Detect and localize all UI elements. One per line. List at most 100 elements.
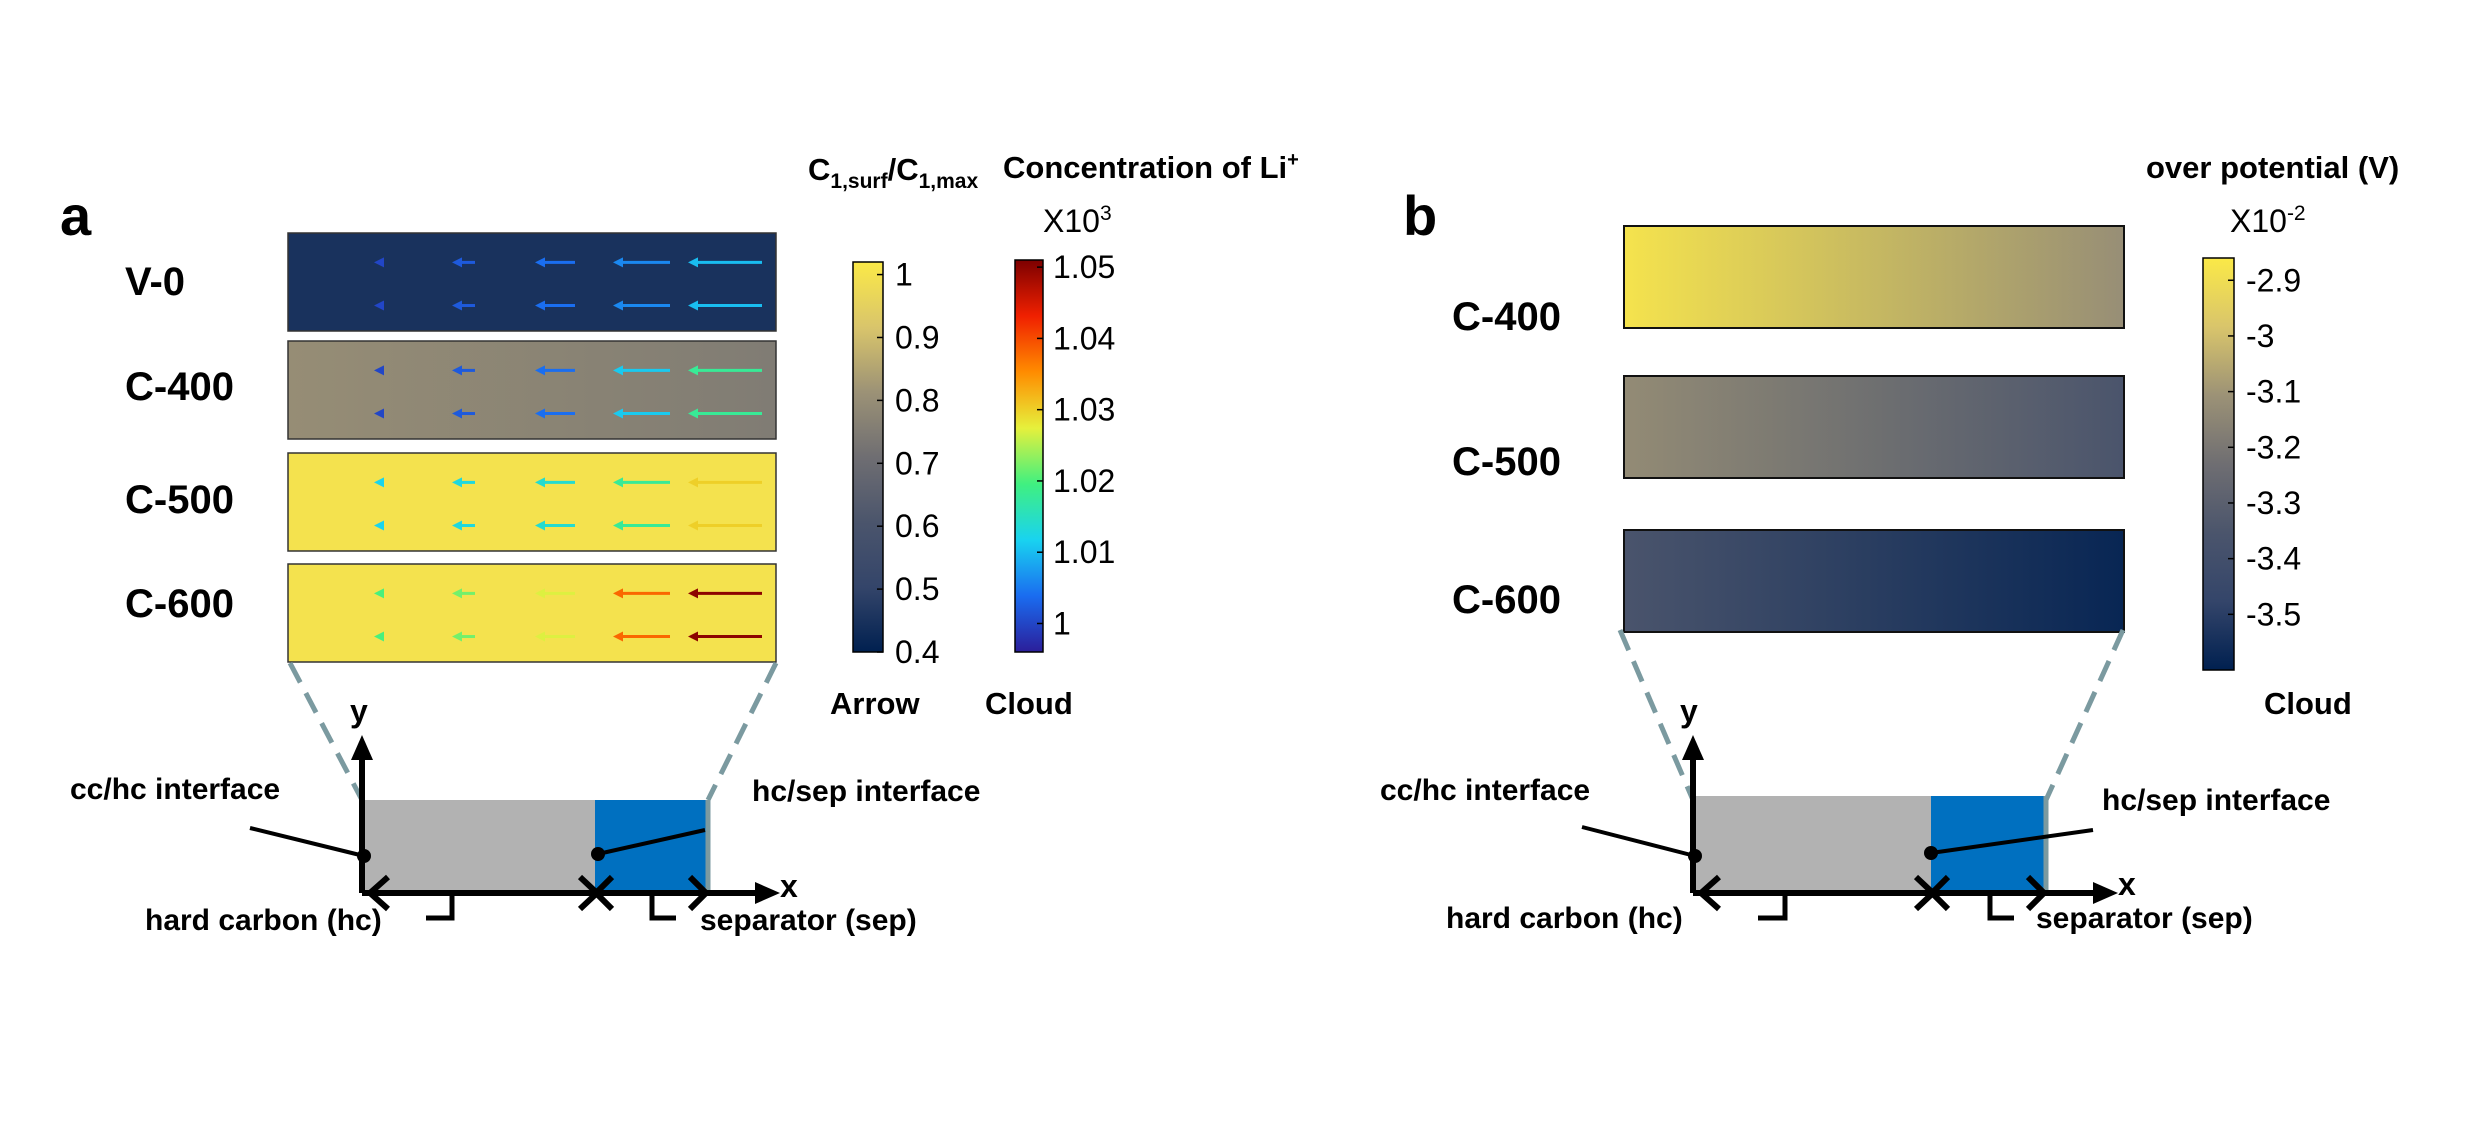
- ratio-header-slash: /C: [888, 152, 919, 187]
- flux-arrowhead: [535, 477, 545, 488]
- sep-span-right-head: [687, 874, 711, 912]
- cc-hc-dot: [357, 849, 371, 863]
- flux-arrowhead: [374, 520, 384, 531]
- row-label-a-2: C-400: [125, 365, 234, 409]
- flux-arrowhead: [688, 408, 698, 419]
- flux-arrowhead: [613, 520, 623, 531]
- flux-arrowhead: [535, 408, 545, 419]
- row-label-b-3: C-600: [1452, 578, 1561, 622]
- sep-span-right-head-b: [2025, 874, 2049, 912]
- overpotential-colorbar-tick-label: -3.3: [2246, 485, 2301, 521]
- y-axis-label-b: y: [1680, 693, 1698, 729]
- conc-header: Concentration of Li+: [1003, 149, 1299, 185]
- cloud-colorbar-tick-label: 1.03: [1053, 392, 1115, 428]
- flux-arrowhead: [452, 477, 462, 488]
- flux-arrowhead: [535, 257, 545, 268]
- flux-arrowhead: [452, 408, 462, 419]
- x-axis-arrowhead: [755, 882, 780, 904]
- separator-label-b: separator (sep): [2036, 902, 2253, 935]
- hc-sep-label: hc/sep interface: [752, 775, 980, 808]
- conc-header-sup: +: [1287, 149, 1299, 171]
- overpotential-colorbar: -2.9-3-3.1-3.2-3.3-3.4-3.5: [2202, 257, 2301, 671]
- hc-sep-pointer: [597, 828, 706, 856]
- panel-a: a C1,surf/C1,max Concentration of Li+ X1…: [60, 149, 1299, 937]
- separator-region: [595, 800, 708, 892]
- flux-arrowhead: [452, 520, 462, 531]
- overpotential-colorbar-tick-label: -3: [2246, 318, 2274, 354]
- panel-b: b over potential (V) X10-2 C-400C-500C-6…: [1380, 150, 2399, 935]
- hc-span-left-head-b: [1696, 874, 1721, 912]
- y-axis-arrowhead-b: [1682, 735, 1704, 760]
- hc-sep-label-b: hc/sep interface: [2102, 784, 2330, 817]
- cloud-colorbar: 1.051.041.031.021.011: [1014, 249, 1115, 653]
- overpotential-colorbar-tick-label: -3.2: [2246, 429, 2301, 465]
- concentration-strip: [287, 563, 777, 663]
- hard-carbon-label-b: hard carbon (hc): [1446, 902, 1683, 935]
- flux-arrowhead: [688, 300, 698, 311]
- concentration-strip: [287, 232, 777, 332]
- zoom-line-right: [705, 661, 779, 802]
- overpotential-strip: [1623, 375, 2125, 479]
- flux-arrowhead: [535, 631, 545, 642]
- row-label-a-4: C-600: [125, 582, 234, 626]
- flux-arrowhead: [613, 588, 623, 599]
- flux-arrowhead: [535, 365, 545, 376]
- hc-span-left-head: [365, 874, 390, 912]
- flux-arrowhead: [613, 300, 623, 311]
- flux-arrowhead: [374, 257, 384, 268]
- flux-arrowhead: [374, 408, 384, 419]
- cc-hc-label: cc/hc interface: [70, 773, 280, 806]
- flux-arrowhead: [688, 257, 698, 268]
- overpotential-colorbar-caption: Cloud: [2264, 686, 2352, 721]
- hc-bracket-b: [1758, 893, 1788, 921]
- x-axis-label-b: x: [2118, 866, 2136, 902]
- overpotential-header: over potential (V): [2146, 150, 2399, 185]
- arrow-colorbar-tick-label: 0.4: [895, 634, 939, 670]
- ratio-header-sub1: 1,surf: [830, 170, 888, 193]
- zoom-line-right-b: [2043, 628, 2126, 802]
- conc-header-text: Concentration of Li: [1003, 150, 1287, 185]
- cloud-colorbar-tick-label: 1.01: [1053, 534, 1115, 570]
- arrow-colorbar-tick-label: 0.9: [895, 319, 939, 355]
- flux-arrowhead: [374, 477, 384, 488]
- row-label-a-3: C-500: [125, 478, 234, 522]
- cc-hc-pointer-b: [1581, 825, 1696, 858]
- sep-bracket-b: [1987, 893, 2014, 921]
- x-axis-label: x: [780, 868, 798, 904]
- overpotential-colorbar-bar: [2202, 257, 2235, 671]
- row-label-b-2: C-500: [1452, 440, 1561, 484]
- flux-arrowhead: [613, 477, 623, 488]
- cc-hc-pointer: [249, 826, 365, 858]
- flux-arrowhead: [613, 408, 623, 419]
- flux-arrowhead: [535, 520, 545, 531]
- hc-bracket: [426, 893, 455, 921]
- concentration-strip: [287, 452, 777, 552]
- ratio-header-sub2: 1,max: [919, 170, 979, 193]
- arrow-colorbar-caption: Arrow: [830, 686, 920, 721]
- flux-arrowhead: [452, 588, 462, 599]
- flux-arrowhead: [452, 631, 462, 642]
- hc-sep-dot: [591, 847, 605, 861]
- cc-hc-dot-b: [1688, 849, 1702, 863]
- cloud-colorbar-tick-label: 1.02: [1053, 463, 1115, 499]
- cloud-colorbar-bar: [1014, 259, 1044, 653]
- cc-hc-label-b: cc/hc interface: [1380, 774, 1590, 807]
- hc-sep-dot-b: [1924, 846, 1938, 860]
- flux-arrowhead: [613, 631, 623, 642]
- row-label-b-1: C-400: [1452, 295, 1561, 339]
- flux-arrowhead: [613, 257, 623, 268]
- cloud-multiplier-base: X10: [1043, 203, 1100, 239]
- flux-arrowhead: [452, 365, 462, 376]
- cloud-multiplier: X103: [1043, 202, 1112, 239]
- cloud-colorbar-tick-label: 1.05: [1053, 249, 1115, 285]
- cloud-multiplier-exp: 3: [1100, 202, 1112, 225]
- cloud-colorbar-tick-label: 1.04: [1053, 320, 1115, 356]
- flux-arrowhead: [452, 300, 462, 311]
- y-axis-arrowhead: [351, 735, 373, 760]
- flux-arrowhead: [613, 365, 623, 376]
- arrow-colorbar-tick-label: 0.6: [895, 508, 939, 544]
- flux-arrowhead: [535, 588, 545, 599]
